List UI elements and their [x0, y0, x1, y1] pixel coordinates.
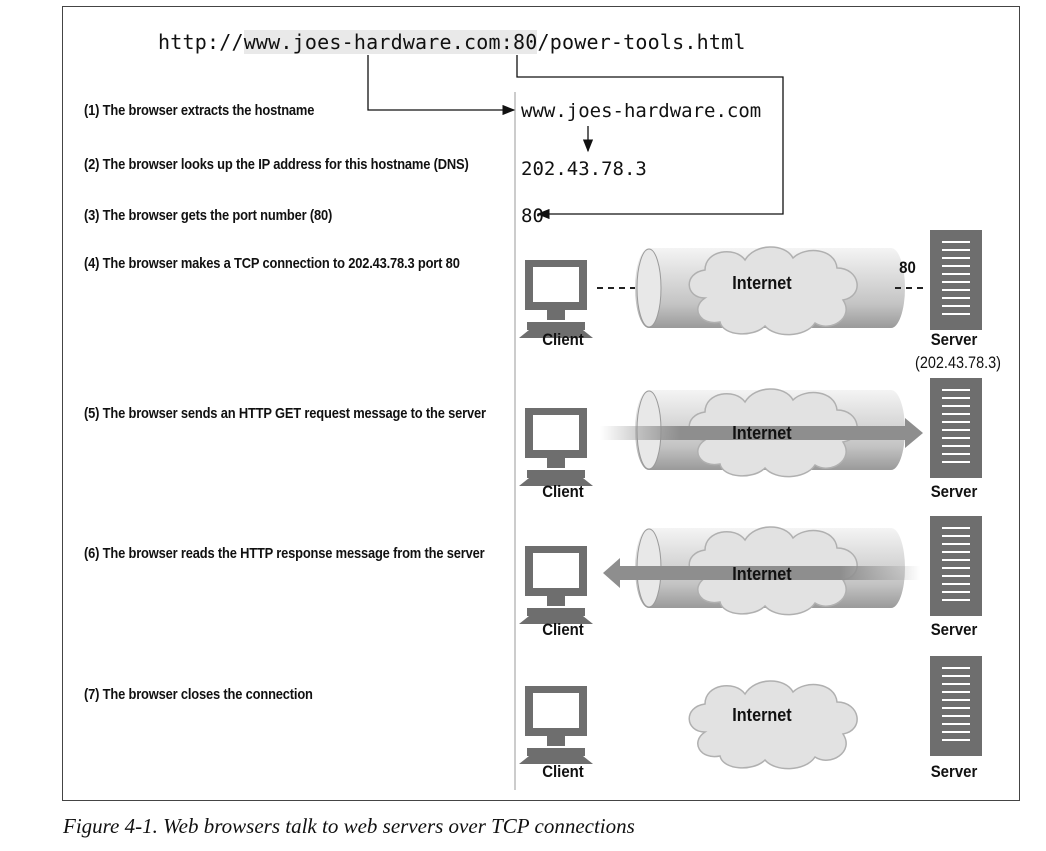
port-output: 80 [521, 205, 544, 227]
client-label-7: Client [542, 762, 584, 781]
server-label-6: Server [930, 620, 978, 639]
server-label-4: Server [930, 330, 978, 349]
client-label-4: Client [542, 330, 584, 349]
internet-label-4: Internet [732, 273, 792, 293]
step-4: (4) The browser makes a TCP connection t… [84, 255, 460, 272]
client-label-5: Client [542, 482, 584, 501]
figure-caption: Figure 4-1. Web browsers talk to web ser… [63, 814, 635, 838]
server-ip-label: (202.43.78.3) [915, 353, 1001, 372]
client-label-6: Client [542, 620, 584, 639]
url-port: 80 [513, 30, 538, 54]
url-path: /power-tools.html [537, 30, 746, 54]
step-2: (2) The browser looks up the IP address … [84, 156, 469, 173]
connection-rows [519, 229, 983, 770]
step-7: (7) The browser closes the connection [84, 686, 313, 703]
url-colon: : [500, 30, 513, 54]
step-5: (5) The browser sends an HTTP GET reques… [84, 405, 486, 422]
step-1: (1) The browser extracts the hostname [84, 102, 315, 119]
internet-label-5: Internet [732, 423, 792, 443]
step-6: (6) The browser reads the HTTP response … [84, 545, 485, 562]
server-label-7: Server [930, 762, 978, 781]
hostname-output: www.joes-hardware.com [521, 100, 762, 122]
url-line: http://www.joes-hardware.com:80/power-to… [158, 30, 746, 54]
url-scheme: http:// [158, 30, 244, 54]
port-tag: 80 [899, 258, 916, 277]
step-3: (3) The browser gets the port number (80… [84, 207, 333, 224]
internet-label-6: Internet [732, 564, 792, 584]
internet-label-7: Internet [732, 705, 792, 725]
server-label-5: Server [930, 482, 978, 501]
url-host: www.joes-hardware.com [243, 30, 501, 54]
ip-output: 202.43.78.3 [521, 158, 647, 180]
